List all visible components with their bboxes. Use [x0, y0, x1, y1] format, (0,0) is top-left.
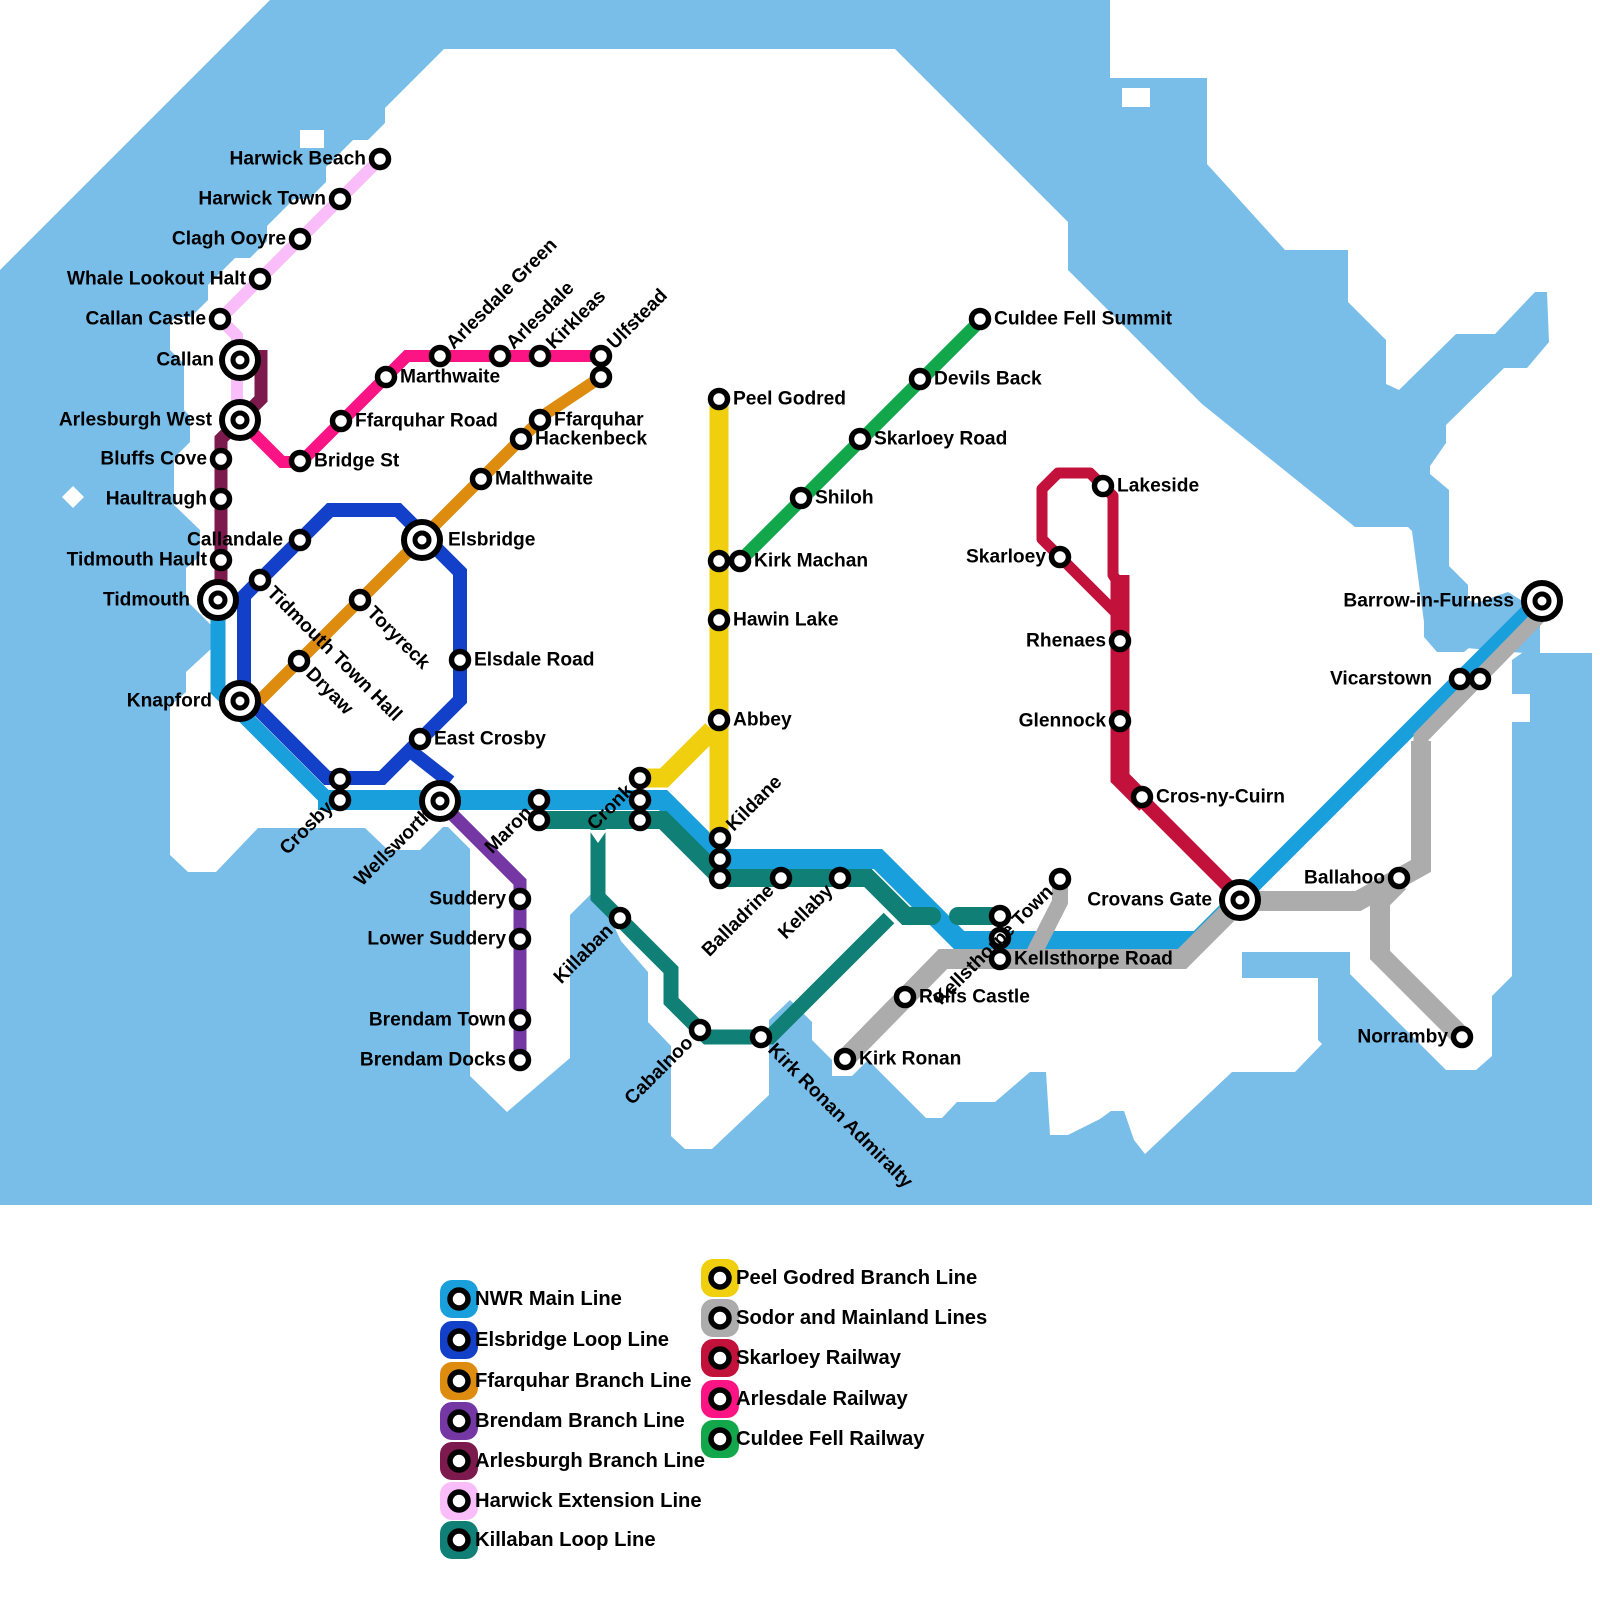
svg-text:Callan Castle: Callan Castle: [85, 309, 206, 330]
svg-text:Harwick Beach: Harwick Beach: [229, 149, 366, 170]
svg-text:Skarloey: Skarloey: [966, 547, 1046, 568]
svg-text:Skarloey Road: Skarloey Road: [874, 429, 1007, 450]
svg-text:Peel Godred: Peel Godred: [733, 389, 846, 410]
svg-text:Marthwaite: Marthwaite: [400, 367, 501, 388]
svg-text:Lower Suddery: Lower Suddery: [367, 929, 506, 950]
svg-text:Killaban Loop Line: Killaban Loop Line: [475, 1529, 656, 1551]
svg-text:Arlesdale Railway: Arlesdale Railway: [736, 1388, 908, 1410]
svg-text:Kirk Machan: Kirk Machan: [754, 551, 868, 572]
svg-text:Vicarstown: Vicarstown: [1330, 669, 1432, 690]
svg-text:Suddery: Suddery: [429, 889, 506, 910]
svg-text:Abbey: Abbey: [733, 710, 792, 731]
svg-text:Brendam Docks: Brendam Docks: [360, 1050, 506, 1071]
svg-text:Ffarquhar Branch Line: Ffarquhar Branch Line: [475, 1370, 691, 1392]
svg-text:Elsdale Road: Elsdale Road: [474, 650, 595, 671]
svg-text:Ffarquhar Road: Ffarquhar Road: [355, 411, 498, 432]
svg-text:Crovans Gate: Crovans Gate: [1087, 890, 1212, 911]
svg-text:Harwick Extension Line: Harwick Extension Line: [475, 1490, 702, 1512]
svg-text:Kellsthorpe Road: Kellsthorpe Road: [1014, 949, 1173, 970]
svg-text:Callandale: Callandale: [187, 530, 283, 551]
svg-text:Rolfs Castle: Rolfs Castle: [919, 987, 1030, 1008]
svg-text:Knapford: Knapford: [127, 691, 212, 712]
svg-text:Harwick Town: Harwick Town: [198, 189, 326, 210]
svg-text:Brendam Branch Line: Brendam Branch Line: [475, 1410, 685, 1432]
svg-text:Whale Lookout Halt: Whale Lookout Halt: [67, 269, 247, 290]
svg-text:Arlesburgh Branch Line: Arlesburgh Branch Line: [475, 1450, 705, 1472]
svg-text:Ballahoo: Ballahoo: [1304, 868, 1385, 889]
svg-text:Arlesburgh West: Arlesburgh West: [59, 410, 213, 431]
svg-text:Bluffs Cove: Bluffs Cove: [100, 449, 207, 470]
svg-text:Culdee Fell Summit: Culdee Fell Summit: [994, 309, 1173, 330]
svg-text:Ffarquhar: Ffarquhar: [554, 410, 644, 431]
svg-text:Callan: Callan: [156, 350, 214, 371]
svg-text:Glennock: Glennock: [1019, 711, 1107, 732]
svg-text:Hackenbeck: Hackenbeck: [535, 429, 647, 450]
svg-text:Barrow-in-Furness: Barrow-in-Furness: [1343, 591, 1514, 612]
svg-text:Lakeside: Lakeside: [1117, 476, 1199, 497]
svg-text:Peel Godred Branch Line: Peel Godred Branch Line: [736, 1267, 977, 1289]
svg-text:Hawin Lake: Hawin Lake: [733, 610, 839, 631]
svg-text:Malthwaite: Malthwaite: [495, 469, 593, 490]
svg-text:Tidmouth: Tidmouth: [103, 590, 190, 611]
svg-text:Culdee Fell Railway: Culdee Fell Railway: [736, 1428, 925, 1450]
svg-text:Clagh Ooyre: Clagh Ooyre: [172, 229, 286, 250]
svg-text:Tidmouth Hault: Tidmouth Hault: [67, 550, 208, 571]
svg-text:Bridge St: Bridge St: [314, 451, 400, 472]
svg-text:NWR Main Line: NWR Main Line: [475, 1288, 622, 1310]
svg-text:Shiloh: Shiloh: [815, 488, 874, 509]
svg-text:Devils Back: Devils Back: [934, 369, 1042, 390]
svg-text:Cros-ny-Cuirn: Cros-ny-Cuirn: [1156, 787, 1285, 808]
svg-text:Sodor and Mainland Lines: Sodor and Mainland Lines: [736, 1307, 987, 1329]
svg-text:Kirk Ronan: Kirk Ronan: [859, 1049, 961, 1070]
svg-text:Elsbridge Loop Line: Elsbridge Loop Line: [475, 1329, 669, 1351]
svg-text:Brendam Town: Brendam Town: [369, 1010, 506, 1031]
svg-text:Skarloey Railway: Skarloey Railway: [736, 1347, 902, 1369]
svg-text:Norramby: Norramby: [1357, 1027, 1448, 1048]
svg-text:Haultraugh: Haultraugh: [106, 489, 207, 510]
svg-text:Elsbridge: Elsbridge: [448, 530, 536, 551]
svg-text:East Crosby: East Crosby: [434, 729, 546, 750]
svg-text:Rhenaes: Rhenaes: [1026, 631, 1106, 652]
